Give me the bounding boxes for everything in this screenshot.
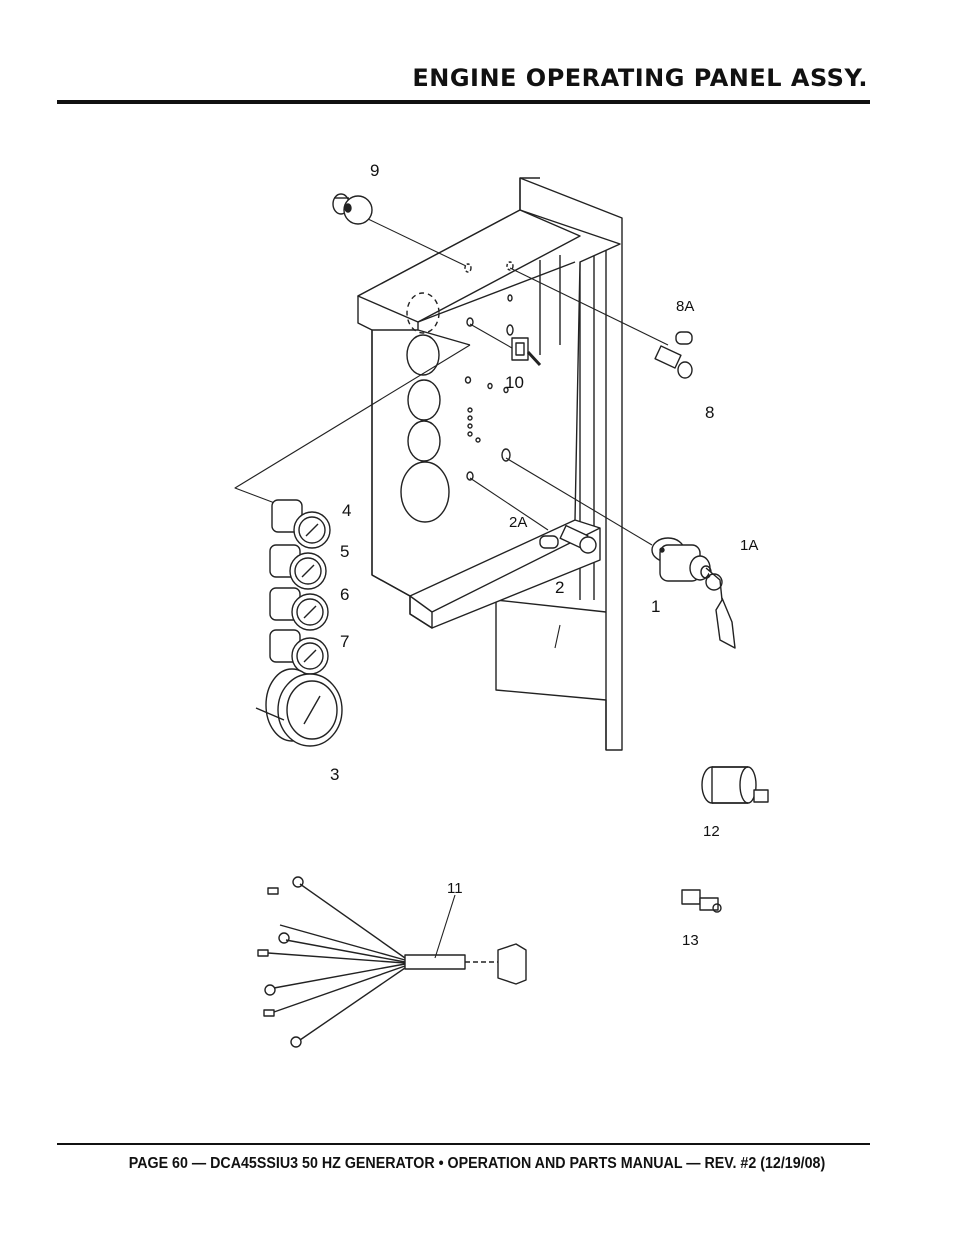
callout-3: 3 — [330, 765, 339, 784]
gauge-hole-large — [400, 461, 450, 523]
gauge-hole-3 — [407, 420, 441, 462]
gauge-4 — [271, 499, 331, 549]
bulb-8A — [675, 331, 693, 345]
callout-13: 13 — [682, 932, 699, 949]
indicator-lamp-9 — [332, 193, 373, 225]
sensor-13 — [681, 889, 722, 913]
footer-rule — [57, 1143, 870, 1145]
callout-11: 11 — [447, 880, 463, 897]
lamp-2 — [559, 524, 597, 554]
callout-5: 5 — [340, 542, 349, 561]
callout-8A: 8A — [676, 298, 694, 315]
sensor-12 — [701, 766, 769, 804]
key-switch-1 — [651, 537, 712, 582]
callout-labels: 9 8A 8 10 2A 2 1 1A 4 5 6 7 3 12 11 13 — [330, 161, 758, 949]
page-title: ENGINE OPERATING PANEL ASSY. — [412, 64, 868, 92]
callout-9: 9 — [370, 161, 379, 180]
callout-4: 4 — [342, 501, 351, 520]
callout-12: 12 — [703, 823, 720, 840]
callout-10: 10 — [505, 373, 524, 392]
gauge-3 — [255, 668, 343, 747]
callout-7: 7 — [340, 632, 349, 651]
gauge-6 — [269, 587, 329, 631]
callout-2A: 2A — [509, 514, 527, 531]
wire-harness-11 — [257, 876, 527, 1048]
lamp-hole-dashed — [406, 292, 440, 334]
key-1A — [705, 567, 736, 649]
callout-1A: 1A — [740, 537, 758, 554]
page-footer: PAGE 60 — DCA45SSIU3 50 HZ GENERATOR • O… — [128, 1155, 826, 1172]
callout-2: 2 — [555, 578, 564, 597]
gauge-hole-1 — [406, 334, 440, 376]
gauge-7 — [269, 629, 329, 675]
leader-lines — [234, 217, 669, 649]
bulb-2A — [539, 535, 559, 549]
lamp-8 — [654, 345, 693, 379]
callout-6: 6 — [340, 585, 349, 604]
callout-1: 1 — [651, 597, 660, 616]
toggle-switch-10 — [511, 337, 542, 367]
gauge-5 — [269, 544, 327, 590]
callout-8: 8 — [705, 403, 714, 422]
gauge-hole-2 — [407, 379, 441, 421]
operating-panel-box — [357, 209, 621, 629]
header-rule — [57, 100, 870, 104]
